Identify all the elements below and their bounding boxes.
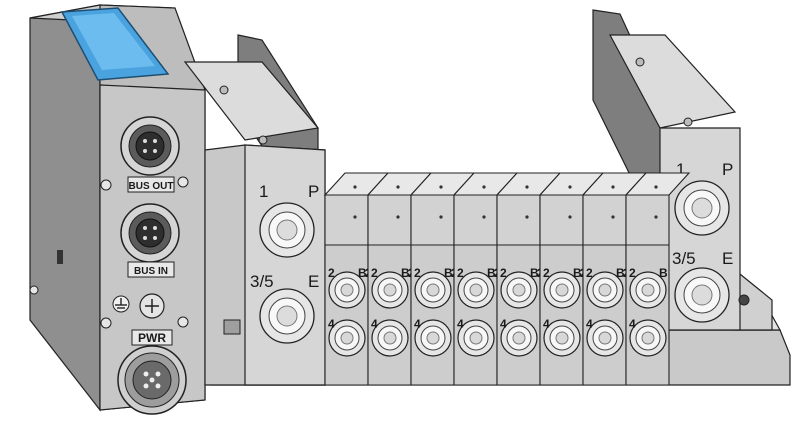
fitting-port-p [674, 180, 730, 236]
port-label-e: E [308, 272, 319, 291]
valve-fitting [543, 271, 581, 309]
valve-fitting [371, 271, 409, 309]
valve-fitting [457, 271, 495, 309]
side-slot [57, 250, 63, 264]
port-label-2: 2 [414, 266, 421, 280]
port-label-2: 2 [457, 266, 464, 280]
bus-in-label: BUS IN [134, 266, 168, 277]
valve-fitting [371, 319, 409, 357]
bus-module: BUS OUT BUS IN PWR [29, 4, 206, 415]
port-label-4: 4 [414, 317, 421, 331]
port-label-4: 4 [328, 317, 335, 331]
fitting-port-e [674, 267, 730, 323]
port-label-4: 4 [586, 317, 593, 331]
port-label-4: 4 [629, 317, 636, 331]
port-label-4: 4 [500, 317, 507, 331]
port-label-2: 2 [543, 266, 550, 280]
port-label-p: P [308, 182, 319, 201]
valve-fitting [586, 319, 624, 357]
valve-station: 2B24 [538, 172, 605, 386]
valve-fitting [629, 271, 667, 309]
port-label-3-5: 3/5 [672, 249, 696, 268]
port-label-b: B [444, 266, 453, 280]
port-label-b: B [487, 266, 496, 280]
valve-fitting [586, 271, 624, 309]
screw-icon [219, 85, 229, 95]
port-label-b: B [659, 266, 668, 280]
screw-icon [738, 294, 750, 306]
valve-station: 2B24 [495, 172, 562, 386]
end-plate-left: 1 P 3/5 E [183, 34, 326, 386]
fitting-port-e [259, 288, 315, 344]
port-label-b: B [530, 266, 539, 280]
valve-fitting [500, 319, 538, 357]
port-label-b: B [401, 266, 410, 280]
valve-fitting [629, 319, 667, 357]
valve-station: 2B24 [581, 172, 648, 386]
pwr-connector [117, 345, 187, 415]
port-label-b: B [573, 266, 582, 280]
bus-in-connector [120, 203, 180, 263]
screw-icon [177, 316, 189, 328]
valve-fitting [457, 319, 495, 357]
valve-fitting [414, 271, 452, 309]
valve-station: 2B24 [366, 172, 433, 386]
screw-icon [635, 57, 645, 67]
valve-station: 2 B 4 [624, 172, 691, 386]
port-label-1: 1 [676, 160, 685, 179]
port-label-e: E [722, 249, 733, 268]
valve-station: 2B24 [452, 172, 519, 386]
ground-icon [112, 295, 130, 313]
port-label-3-5: 3/5 [250, 272, 274, 291]
valve-stations: 2B242B242B242B242B242B242B242B4 [323, 172, 691, 386]
port-label-b: B [358, 266, 367, 280]
port-label-2: 2 [371, 266, 378, 280]
valve-fitting [543, 319, 581, 357]
port-label-4: 4 [371, 317, 378, 331]
port-label-4: 4 [457, 317, 464, 331]
port-label-p: P [722, 160, 733, 179]
valve-fitting [328, 319, 366, 357]
port-label-2: 2 [500, 266, 507, 280]
valve-fitting [328, 271, 366, 309]
end-plate-right: 1 P 3/5 E [592, 9, 750, 331]
fitting-port-p [259, 202, 315, 258]
screw-icon [683, 117, 693, 127]
port-label-2: 2 [328, 266, 335, 280]
screw-icon [29, 285, 39, 295]
port-label-2: 2 [629, 266, 636, 280]
valve-fitting [414, 319, 452, 357]
screw-icon [177, 176, 189, 188]
port-label-b: B [616, 266, 625, 280]
screw-icon [100, 317, 112, 329]
pwr-label: PWR [138, 331, 166, 345]
screw-icon [258, 135, 268, 145]
bus-out-connector [120, 116, 180, 176]
bus-out-label: BUS OUT [129, 181, 174, 192]
valve-fitting [500, 271, 538, 309]
port-label-4: 4 [543, 317, 550, 331]
screw-icon [100, 179, 112, 191]
port-label-1: 1 [259, 182, 268, 201]
port-label-2: 2 [586, 266, 593, 280]
